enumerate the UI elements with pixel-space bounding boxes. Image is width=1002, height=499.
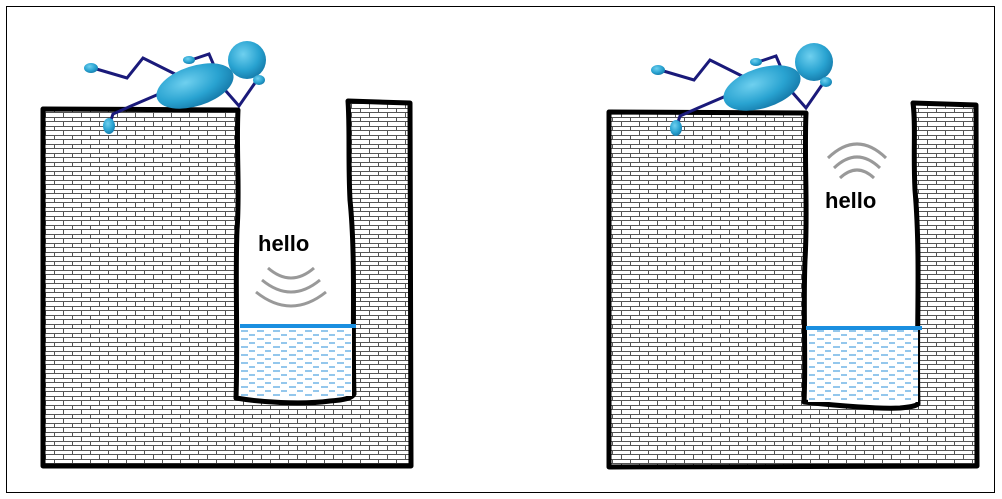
water-right — [808, 330, 918, 402]
well-wall-left — [43, 101, 411, 466]
panel-left: hello — [43, 41, 411, 466]
panel-right: hello — [609, 43, 977, 467]
water-left — [240, 327, 352, 396]
sound-wave-down-icon — [256, 268, 326, 306]
hello-label-left: hello — [258, 231, 309, 256]
well-wall-right — [609, 103, 977, 467]
sound-wave-up-icon — [828, 144, 886, 178]
hello-label-right: hello — [825, 188, 876, 213]
